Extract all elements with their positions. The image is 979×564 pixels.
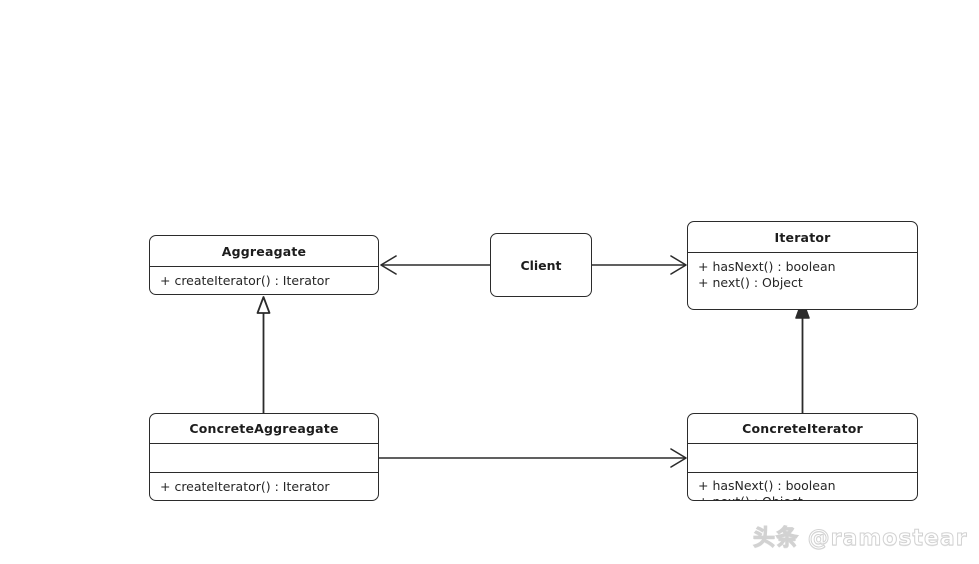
edge-client-to-iterator xyxy=(592,255,687,275)
class-attributes-concrete-iterator xyxy=(688,444,917,472)
compartment-separator xyxy=(150,443,378,444)
class-title-concrete-aggreagate: ConcreteAggreagate xyxy=(189,421,339,436)
class-title-concrete-iterator: ConcreteIterator xyxy=(742,421,863,436)
class-box-concrete-aggreagate[interactable]: ConcreteAggreagate + createIterator() : … xyxy=(149,413,379,501)
edge-concrete-aggreagate-to-concrete-iterator xyxy=(379,448,687,468)
class-title-client: Client xyxy=(520,257,562,273)
compartment-separator xyxy=(150,472,378,473)
class-methods-concrete-aggreagate: + createIterator() : Iterator xyxy=(150,473,378,495)
compartment-separator xyxy=(688,443,917,444)
edge-client-to-aggreagate xyxy=(380,255,490,275)
class-methods-concrete-iterator: + hasNext() : boolean + next() : Object xyxy=(688,473,917,500)
edge-concrete-aggreagate-to-aggreagate xyxy=(256,296,271,413)
class-attributes-concrete-aggreagate xyxy=(150,444,378,472)
class-title-aggreagate: Aggreagate xyxy=(221,243,307,259)
method-line: + next() : Object xyxy=(698,275,803,290)
method-line: + createIterator() : Iterator xyxy=(160,273,330,288)
class-methods-iterator: + hasNext() : boolean + next() : Object xyxy=(688,253,917,291)
method-line: + next() : Object xyxy=(698,494,917,500)
class-title-iterator: Iterator xyxy=(774,229,831,245)
class-methods-aggreagate: + createIterator() : Iterator xyxy=(150,267,378,289)
class-box-client[interactable]: Client xyxy=(490,233,592,297)
class-box-iterator[interactable]: Iterator + hasNext() : boolean + next() … xyxy=(687,221,918,310)
method-line: + hasNext() : boolean xyxy=(698,478,836,493)
compartment-separator xyxy=(150,266,378,267)
method-line: + hasNext() : boolean xyxy=(698,259,836,274)
class-box-aggreagate[interactable]: Aggreagate + createIterator() : Iterator xyxy=(149,235,379,295)
edge-concrete-iterator-to-iterator xyxy=(795,299,810,413)
compartment-separator xyxy=(688,252,917,253)
class-box-concrete-iterator[interactable]: ConcreteIterator + hasNext() : boolean +… xyxy=(687,413,918,501)
watermark-ramostear: 头条 @ramostear xyxy=(753,526,968,552)
compartment-separator xyxy=(688,472,917,473)
method-line: + createIterator() : Iterator xyxy=(160,479,330,494)
